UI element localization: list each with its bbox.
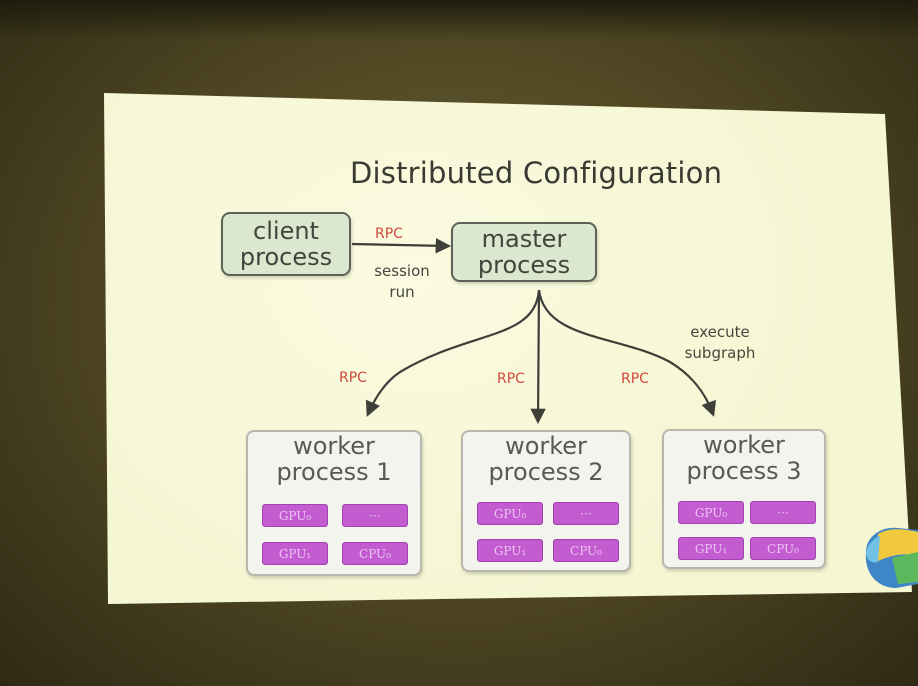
client-process-label: client process bbox=[239, 217, 333, 271]
worker-2-more-chip: ··· bbox=[553, 502, 619, 525]
room-background bbox=[0, 0, 918, 40]
worker-2-rpc-label: RPC bbox=[497, 371, 525, 387]
worker-3-gpu0-chip: GPU₀ bbox=[678, 501, 744, 524]
worker-process-1: worker process 1 GPU₀ ··· GPU₁ CPU₀ bbox=[246, 430, 422, 576]
worker-2-cpu0-chip: CPU₀ bbox=[553, 539, 619, 562]
master-process-node: master process bbox=[451, 222, 597, 282]
execute-subgraph-label: execute subgraph bbox=[684, 323, 756, 362]
worker-3-rpc-label: RPC bbox=[621, 371, 649, 387]
worker-process-3-title: worker process 3 bbox=[686, 431, 802, 485]
edge-master-to-worker-3 bbox=[537, 289, 717, 417]
edge-client-to-master bbox=[351, 238, 452, 254]
client-master-rpc-label: RPC bbox=[375, 226, 403, 242]
worker-1-gpu0-chip: GPU₀ bbox=[262, 504, 328, 527]
worker-3-more-chip: ··· bbox=[750, 501, 816, 524]
tensorflow-brain-logo-icon bbox=[865, 527, 918, 588]
worker-process-3: worker process 3 GPU₀ ··· GPU₁ CPU₀ bbox=[662, 429, 826, 569]
worker-1-more-chip: ··· bbox=[342, 504, 408, 527]
worker-2-gpu0-chip: GPU₀ bbox=[477, 502, 543, 525]
worker-process-2-title: worker process 2 bbox=[488, 432, 604, 486]
edge-master-to-worker-2 bbox=[530, 289, 546, 425]
worker-2-gpu1-chip: GPU₁ bbox=[477, 539, 543, 562]
worker-3-gpu1-chip: GPU₁ bbox=[678, 537, 744, 560]
worker-1-gpu1-chip: GPU₁ bbox=[262, 542, 328, 565]
client-process-node: client process bbox=[221, 212, 351, 276]
slide-title: Distributed Configuration bbox=[350, 156, 723, 190]
session-run-label: session run bbox=[374, 262, 430, 301]
worker-3-cpu0-chip: CPU₀ bbox=[750, 537, 816, 560]
master-process-label: master process bbox=[477, 225, 571, 279]
worker-process-1-title: worker process 1 bbox=[276, 432, 392, 486]
worker-1-cpu0-chip: CPU₀ bbox=[342, 542, 408, 565]
worker-1-rpc-label: RPC bbox=[339, 370, 367, 386]
worker-process-2: worker process 2 GPU₀ ··· GPU₁ CPU₀ bbox=[461, 430, 631, 572]
edge-master-to-worker-1 bbox=[365, 289, 541, 417]
